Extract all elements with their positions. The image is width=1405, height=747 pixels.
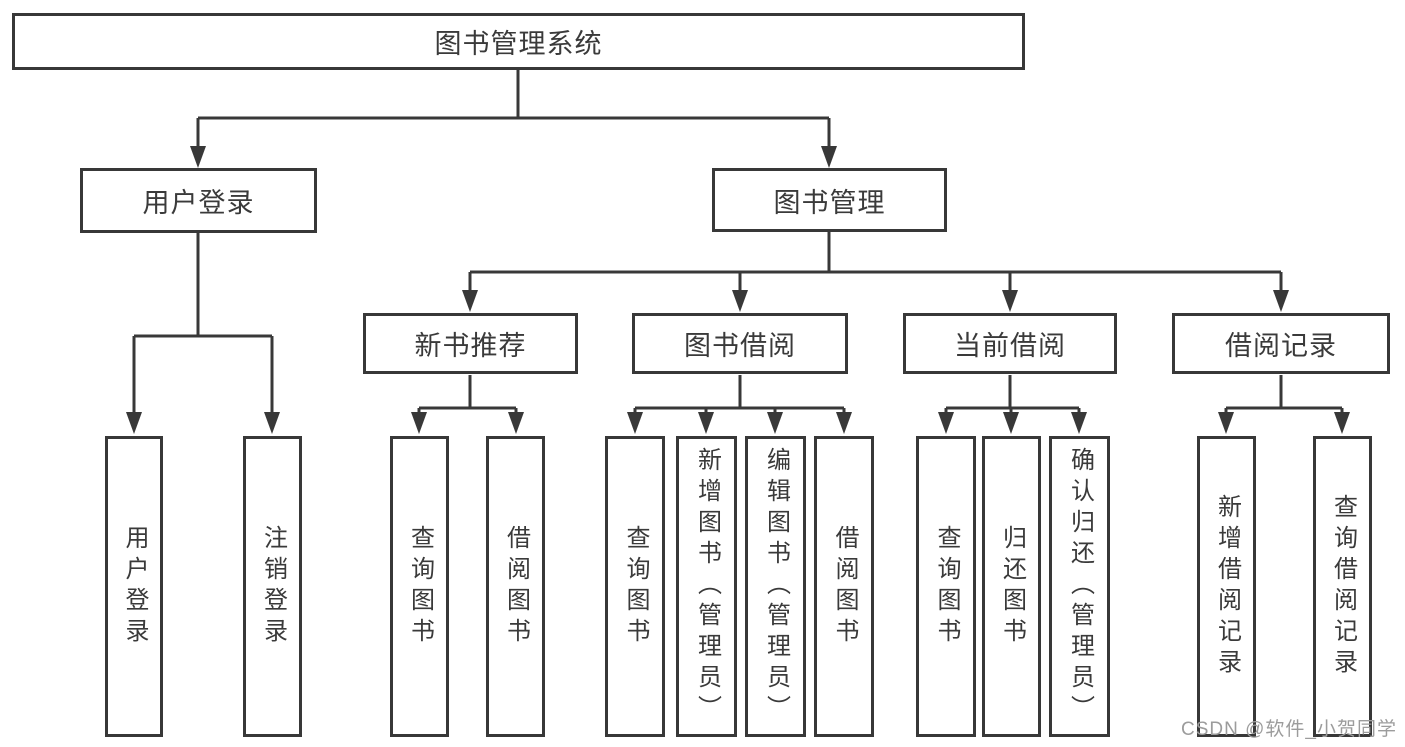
node-label: 编辑图书（管理员） [762, 447, 790, 726]
node-label: 用户登录 [142, 188, 255, 218]
node-book-borrowing: 图书借阅 [632, 313, 848, 374]
node-return-books: 归还图书 [982, 436, 1041, 737]
node-label: 新书推荐 [414, 331, 527, 361]
node-label: 图书管理系统 [434, 29, 603, 59]
node-label: 查询图书 [933, 524, 960, 649]
node-add-books-admin: 新增图书（管理员） [676, 436, 737, 737]
node-label: 查询图书 [622, 524, 649, 649]
arrow-down-icons [126, 146, 1350, 434]
node-label: 当前借阅 [954, 331, 1066, 361]
node-label: 借阅记录 [1225, 331, 1337, 361]
node-current-borrowing: 当前借阅 [903, 313, 1117, 374]
node-edit-books-admin: 编辑图书（管理员） [745, 436, 806, 737]
node-borrow-books-borrowing: 借阅图书 [814, 436, 874, 737]
node-confirm-return-admin: 确认归还（管理员） [1049, 436, 1110, 737]
node-search-books-current: 查询图书 [916, 436, 976, 737]
node-search-books-recommend: 查询图书 [390, 436, 449, 737]
node-borrowing-records: 借阅记录 [1172, 313, 1390, 374]
node-label: 归还图书 [998, 524, 1026, 649]
node-search-borrowing-record: 查询借阅记录 [1313, 436, 1372, 737]
node-label: 新增图书（管理员） [693, 447, 721, 726]
node-new-book-recommendation: 新书推荐 [363, 313, 578, 374]
node-user-login: 用户登录 [80, 168, 317, 233]
node-label: 查询借阅记录 [1329, 493, 1357, 680]
node-borrow-books-recommend: 借阅图书 [486, 436, 545, 737]
node-book-management: 图书管理 [712, 168, 947, 232]
node-user-login-leaf: 用户登录 [105, 436, 163, 737]
node-library-management-system: 图书管理系统 [12, 13, 1025, 70]
node-label: 图书借阅 [684, 331, 796, 361]
node-label: 图书管理 [773, 187, 886, 218]
node-label: 查询图书 [406, 524, 434, 649]
node-label: 借阅图书 [502, 524, 530, 649]
csdn-watermark: CSDN @软件_小贺同学 [1181, 719, 1397, 740]
node-label: 新增借阅记录 [1213, 493, 1241, 680]
node-label: 借阅图书 [831, 524, 858, 649]
node-label: 确认归还（管理员） [1066, 447, 1094, 726]
tree-branch-lines [132, 70, 1344, 416]
node-label: 用户登录 [121, 524, 148, 649]
node-search-books-borrowing: 查询图书 [605, 436, 665, 737]
node-logout-login: 注销登录 [243, 436, 302, 737]
node-add-borrowing-record: 新增借阅记录 [1197, 436, 1256, 737]
node-label: 注销登录 [259, 524, 287, 649]
